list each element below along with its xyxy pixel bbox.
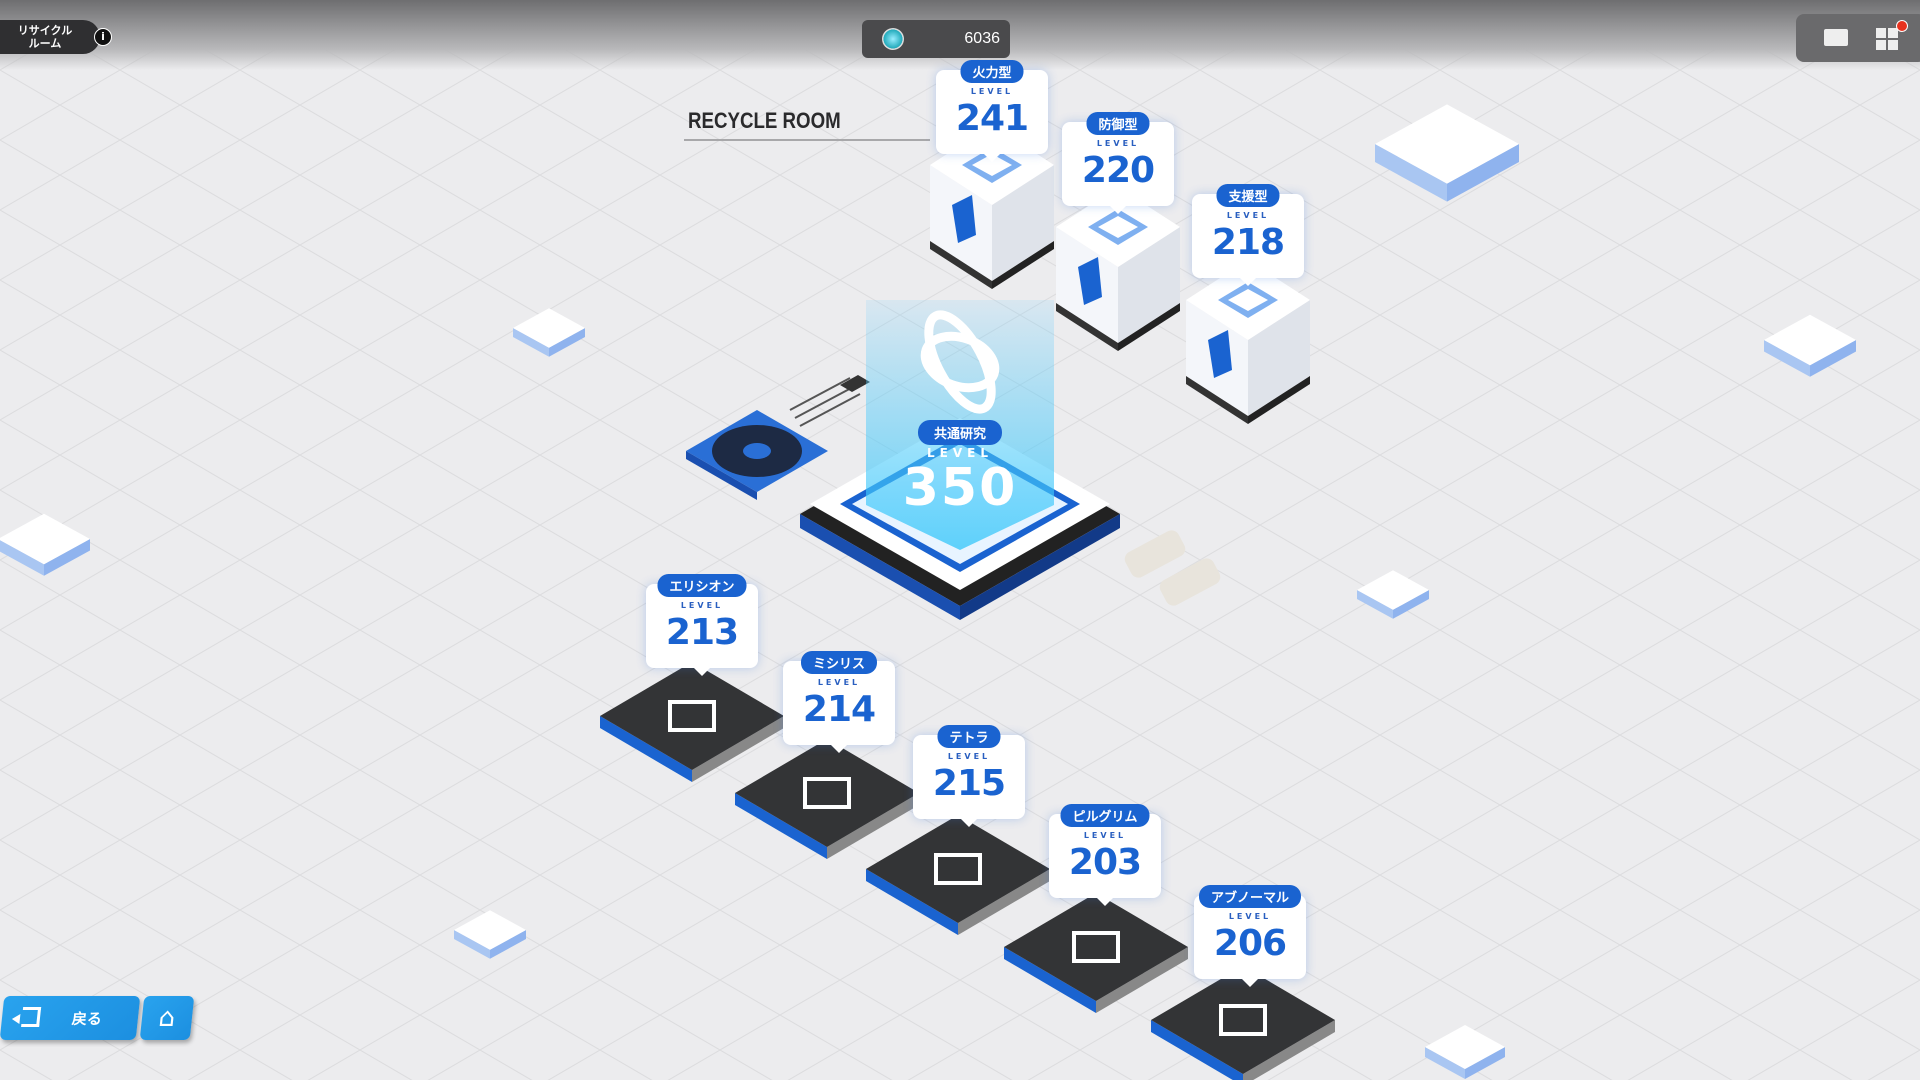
level-label: LEVEL bbox=[817, 678, 861, 687]
manufacturer-chip-1[interactable] bbox=[600, 662, 784, 782]
floating-tile bbox=[1375, 104, 1519, 202]
manufacturer-chip-5[interactable] bbox=[1151, 966, 1335, 1080]
level-label: LEVEL bbox=[1228, 912, 1272, 921]
manufacturer-chip-3[interactable] bbox=[866, 815, 1050, 935]
room-name-chip: リサイクル ルーム bbox=[0, 20, 100, 54]
manufacturer-logo-icon bbox=[1072, 931, 1120, 963]
research-name: 支援型 bbox=[1216, 184, 1280, 207]
currency-gem-icon bbox=[882, 28, 904, 50]
notification-dot bbox=[1896, 20, 1908, 32]
manufacturer-logo-icon bbox=[934, 853, 982, 885]
research-name: テトラ bbox=[937, 725, 1001, 748]
level-label: LEVEL bbox=[1226, 211, 1270, 220]
level-value: 241 bbox=[955, 98, 1029, 139]
manufacturer-level-card[interactable]: ミシリス LEVEL 214 bbox=[783, 651, 895, 753]
level-value: 206 bbox=[1213, 923, 1287, 964]
level-label: LEVEL bbox=[970, 87, 1014, 96]
back-button[interactable]: 戻る bbox=[0, 996, 141, 1040]
core-research-panel[interactable]: 共通研究 LEVEL 350 bbox=[866, 300, 1054, 550]
info-icon[interactable]: i bbox=[94, 28, 112, 46]
room-name-line2: ルーム bbox=[28, 37, 62, 50]
manufacturer-chip-4[interactable] bbox=[1004, 893, 1188, 1013]
manufacturer-level-card[interactable]: エリシオン LEVEL 213 bbox=[646, 574, 758, 676]
level-value: 203 bbox=[1068, 842, 1142, 883]
research-name: ピルグリム bbox=[1060, 804, 1150, 827]
mail-icon[interactable] bbox=[1824, 29, 1848, 46]
research-name: ミシリス bbox=[800, 651, 878, 674]
level-value: 218 bbox=[1211, 222, 1285, 263]
room-name-line1: リサイクル bbox=[17, 24, 73, 37]
connector-parts bbox=[1124, 530, 1221, 606]
class-emblem-icon bbox=[1078, 257, 1102, 305]
home-icon: ⌂ bbox=[157, 1003, 177, 1033]
research-name: エリシオン bbox=[657, 574, 747, 597]
floating-tile bbox=[0, 513, 90, 576]
floating-tile bbox=[1357, 570, 1429, 619]
research-name: アブノーマル bbox=[1198, 885, 1302, 908]
class-emblem-icon bbox=[952, 195, 976, 243]
floating-tile bbox=[513, 308, 585, 357]
home-button[interactable]: ⌂ bbox=[139, 996, 195, 1040]
level-value: 213 bbox=[665, 612, 739, 653]
manufacturer-level-card[interactable]: ピルグリム LEVEL 203 bbox=[1049, 804, 1161, 906]
floating-tile bbox=[1425, 1025, 1505, 1079]
research-name: 火力型 bbox=[960, 60, 1024, 83]
back-label: 戻る bbox=[70, 1010, 103, 1028]
fan bbox=[686, 375, 870, 500]
class-level-card[interactable]: 火力型 LEVEL 241 bbox=[936, 60, 1048, 162]
core-research-name: 共通研究 bbox=[917, 420, 1003, 445]
class-cube-3[interactable] bbox=[1186, 260, 1310, 424]
class-emblem-icon bbox=[1208, 330, 1232, 378]
level-value: 220 bbox=[1081, 150, 1155, 191]
manufacturer-logo-icon bbox=[1219, 1004, 1267, 1036]
level-label: LEVEL bbox=[947, 752, 991, 761]
floating-tile bbox=[1764, 314, 1856, 377]
top-right-menu bbox=[1796, 14, 1920, 62]
level-value: 215 bbox=[932, 763, 1006, 804]
manufacturer-level-card[interactable]: アブノーマル LEVEL 206 bbox=[1194, 885, 1306, 987]
core-level-value: 350 bbox=[902, 458, 1018, 518]
exit-icon bbox=[21, 1007, 42, 1027]
manufacturer-logo-icon bbox=[803, 777, 851, 809]
class-cube-1[interactable] bbox=[930, 125, 1054, 289]
class-cube-2[interactable] bbox=[1056, 187, 1180, 351]
floating-tile bbox=[454, 910, 526, 959]
class-level-card[interactable]: 防御型 LEVEL 220 bbox=[1062, 112, 1174, 214]
research-name: 防御型 bbox=[1086, 112, 1150, 135]
level-label: LEVEL bbox=[680, 601, 724, 610]
manufacturer-chip-2[interactable] bbox=[735, 739, 919, 859]
page-title: RECYCLE ROOM bbox=[688, 108, 841, 133]
menu-grid-icon[interactable] bbox=[1876, 28, 1898, 50]
core-level-label: LEVEL bbox=[927, 446, 993, 460]
class-level-card[interactable]: 支援型 LEVEL 218 bbox=[1192, 184, 1304, 286]
manufacturer-level-card[interactable]: テトラ LEVEL 215 bbox=[913, 725, 1025, 827]
currency-value: 6036 bbox=[964, 30, 1000, 47]
manufacturer-logo-icon bbox=[668, 700, 716, 732]
level-value: 214 bbox=[802, 689, 876, 730]
title-underline bbox=[684, 139, 930, 141]
level-label: LEVEL bbox=[1096, 139, 1140, 148]
research-atom-icon bbox=[920, 310, 1000, 414]
currency-display: 6036 bbox=[862, 20, 1010, 58]
level-label: LEVEL bbox=[1083, 831, 1127, 840]
